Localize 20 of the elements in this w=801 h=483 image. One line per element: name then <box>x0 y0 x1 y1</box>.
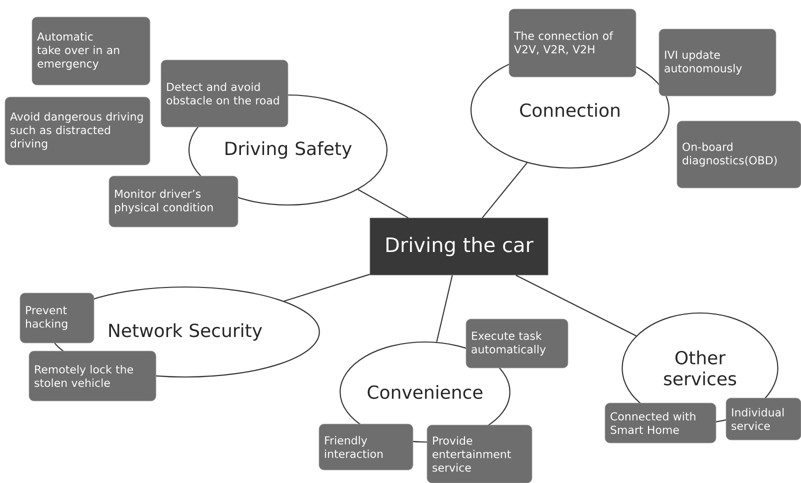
connector-line <box>284 274 370 302</box>
connector-line <box>516 274 636 336</box>
connector-line <box>358 189 408 218</box>
topic-box: Individual service <box>726 398 801 440</box>
central-box: Driving the car <box>370 218 548 276</box>
topic-box: Detect and avoid obstacle on the road <box>160 60 288 128</box>
topic-box: On-board diagnostics(OBD) <box>676 120 801 188</box>
topic-box: Monitor driver’s physical condition <box>108 176 238 228</box>
topic-box: Avoid dangerous driving such as distracted driving <box>4 96 150 166</box>
connector-line <box>436 275 453 342</box>
topic-box: IVI update autonomously <box>658 28 776 96</box>
topic-box: Execute task automatically <box>466 318 568 368</box>
topic-box: The connection of V2V, V2R, V2H <box>508 8 636 78</box>
topic-box: Remotely lock the stolen vehicle <box>28 350 156 402</box>
topic-box: Automatic take over in an emergency <box>32 16 150 86</box>
topic-box: Connected with Smart Home <box>604 402 716 444</box>
connector-line <box>482 162 528 218</box>
topic-box: Prevent hacking <box>20 292 94 344</box>
topic-box: Friendly interaction <box>318 424 414 470</box>
topic-box: Provide entertainment service <box>426 424 532 483</box>
